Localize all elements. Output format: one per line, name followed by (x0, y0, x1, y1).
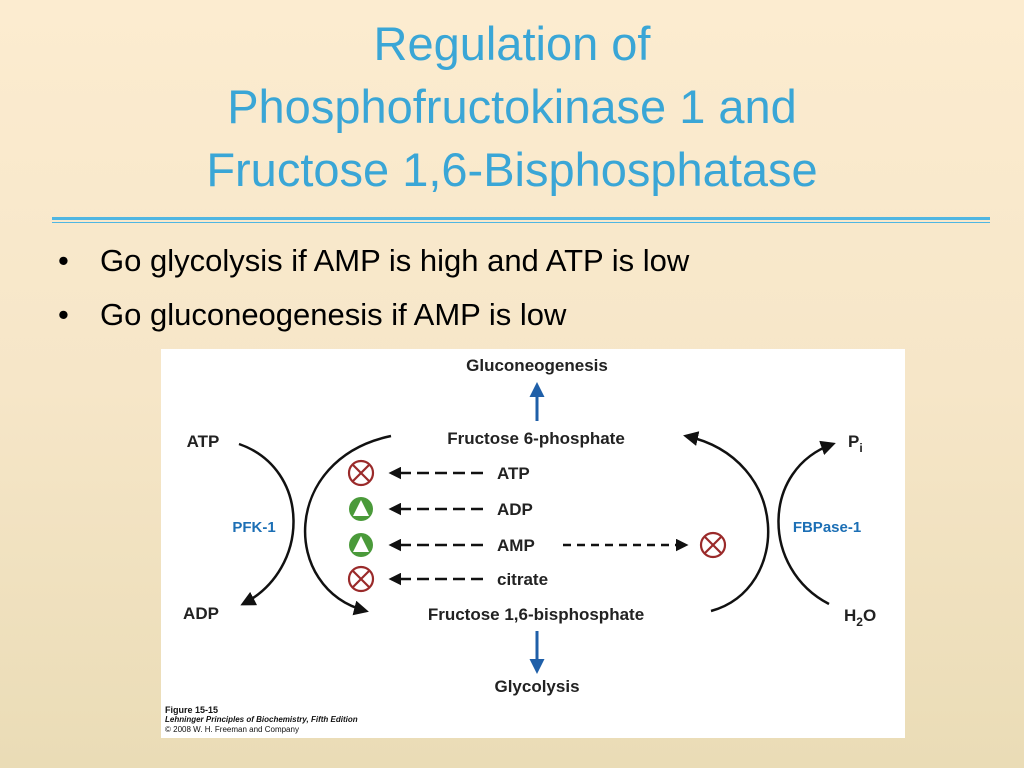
gluconeogenesis-label: Gluconeogenesis (466, 356, 608, 375)
title-divider-thin (52, 222, 990, 223)
effector-label: AMP (497, 536, 535, 555)
title-line-1: Regulation of (373, 17, 651, 70)
title-divider (52, 217, 990, 220)
pfk-reaction-arc (303, 434, 392, 616)
inhibit-icon (347, 565, 375, 593)
title-line-3: Fructose 1,6-Bisphosphatase (206, 143, 818, 196)
slide-title: Regulation of Phosphofructokinase 1 and … (0, 12, 1024, 201)
fbpase-reaction-arc (683, 431, 770, 613)
effector-label: ATP (497, 464, 530, 483)
effector-amp: AMP (349, 531, 727, 559)
effector-citrate: citrate (347, 565, 548, 593)
pi-label: Pi (848, 432, 863, 455)
regulation-figure: Gluconeogenesis Fructose 6-phosphate Fru… (161, 349, 905, 738)
activate-icon (349, 533, 373, 557)
glycolysis-label: Glycolysis (494, 677, 579, 696)
fbpase1-label: FBPase-1 (793, 519, 861, 536)
title-line-2: Phosphofructokinase 1 and (227, 80, 797, 133)
bullet-list: • Go glycolysis if AMP is high and ATP is… (58, 239, 689, 347)
effector-atp: ATP (347, 459, 530, 487)
effector-label: citrate (497, 570, 548, 589)
bullet-item: • Go glycolysis if AMP is high and ATP is… (58, 239, 689, 293)
f16bp-label: Fructose 1,6-bisphosphate (428, 605, 644, 624)
figure-source: Lehninger Principles of Biochemistry, Fi… (165, 715, 358, 724)
atp-in-label: ATP (187, 432, 220, 451)
inhibit-icon (347, 459, 375, 487)
effector-adp: ADP (349, 497, 533, 521)
figure-number: Figure 15-15 (165, 705, 219, 715)
f6p-label: Fructose 6-phosphate (447, 429, 625, 448)
bullet-dot: • (58, 297, 69, 332)
bullet-text-2: Go gluconeogenesis if AMP is low (100, 297, 567, 332)
pfk-cosubstrate-arc (238, 442, 295, 606)
bullet-text-1: Go glycolysis if AMP is high and ATP is … (100, 243, 690, 278)
figure-copyright: © 2008 W. H. Freeman and Company (165, 725, 299, 734)
effector-label: ADP (497, 500, 533, 519)
bullet-dot: • (58, 243, 69, 278)
pathway-diagram: Gluconeogenesis Fructose 6-phosphate Fru… (183, 356, 876, 696)
inhibit-icon (699, 531, 727, 559)
pfk1-label: PFK-1 (232, 519, 275, 536)
fbpase-cosubstrate-arc (777, 440, 836, 606)
activate-icon (349, 497, 373, 521)
bullet-item: • Go gluconeogenesis if AMP is low (58, 293, 689, 347)
figure-caption: Figure 15-15 Lehninger Principles of Bio… (165, 705, 358, 735)
h2o-label: H2O (844, 606, 876, 629)
adp-out-label: ADP (183, 604, 219, 623)
